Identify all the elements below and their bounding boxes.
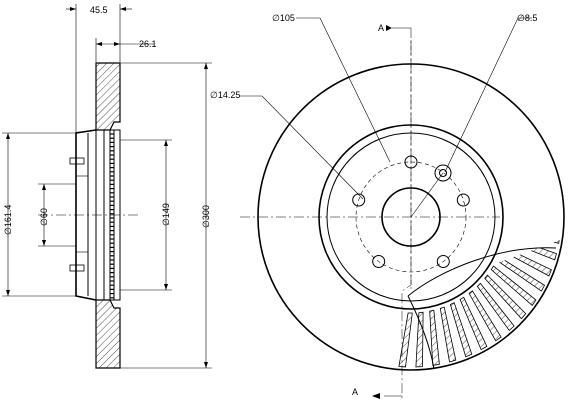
dim-hat-diameter: ∅161.4 [2, 132, 76, 297]
dim-hat-depth: 26.1 [95, 38, 157, 62]
vent-cutaway [380, 170, 561, 370]
dim-center-bore: ∅60 [38, 183, 76, 247]
vent-blade [459, 296, 488, 351]
vent-blade [468, 290, 502, 342]
label-bolt-hole: ∅14.25 [210, 90, 240, 100]
label-hat-diameter: ∅161.4 [3, 205, 13, 235]
bolt-hole [372, 255, 386, 268]
label-small-hole: ∅8.5 [517, 13, 537, 23]
vent-blade [490, 265, 537, 306]
label-hub-width: 45.5 [90, 5, 108, 15]
vent-blade [484, 274, 527, 320]
bolt-hole [456, 193, 470, 207]
vent-blade [381, 311, 402, 366]
rim-section-top [95, 62, 121, 131]
callout-bolt-circle: ∅105 [272, 13, 391, 163]
label-outer-diameter: ∅300 [201, 205, 211, 228]
bolt-hole [352, 193, 366, 207]
label-bolt-circle: ∅105 [272, 13, 295, 23]
rim-section-bottom [95, 299, 121, 369]
section-line: A A [352, 23, 412, 400]
side-section-view: 45.5 26.1 ∅300 ∅149 [2, 4, 212, 369]
dim-hub-width: 45.5 [66, 4, 132, 132]
vent-blade [507, 214, 561, 226]
bolt-holes [352, 155, 470, 268]
callout-small-hole: ∅8.5 [444, 13, 537, 173]
dim-outer-diameter: ∅300 [120, 62, 212, 369]
callout-bolt-hole: ∅14.25 [210, 90, 364, 200]
vent-blade [429, 309, 440, 366]
vent-rib-ticks [110, 133, 114, 299]
vent-blade [504, 186, 559, 197]
vent-blade [506, 203, 561, 210]
bolt-hole [436, 255, 450, 268]
small-hole [434, 164, 452, 182]
vent-blade [496, 255, 546, 292]
vent-blade [449, 302, 473, 358]
vent-blade [380, 309, 392, 363]
section-label-bottom: A [352, 387, 358, 397]
vent-blade [415, 311, 424, 368]
vent-blade [439, 306, 457, 363]
label-hat-depth: 26.1 [139, 39, 157, 49]
dim-friction-inner: ∅149 [120, 139, 172, 291]
hat-outline [75, 129, 97, 301]
section-label-top: A [378, 23, 384, 33]
vent-blade [398, 312, 413, 368]
front-view: A A ∅105 ∅14.25 ∅8.5 [210, 13, 565, 400]
vent-blade [501, 170, 556, 187]
label-friction-inner: ∅149 [161, 203, 171, 226]
label-center-bore: ∅60 [39, 208, 49, 226]
vent-blade [476, 282, 515, 331]
vent-blade [505, 240, 560, 244]
